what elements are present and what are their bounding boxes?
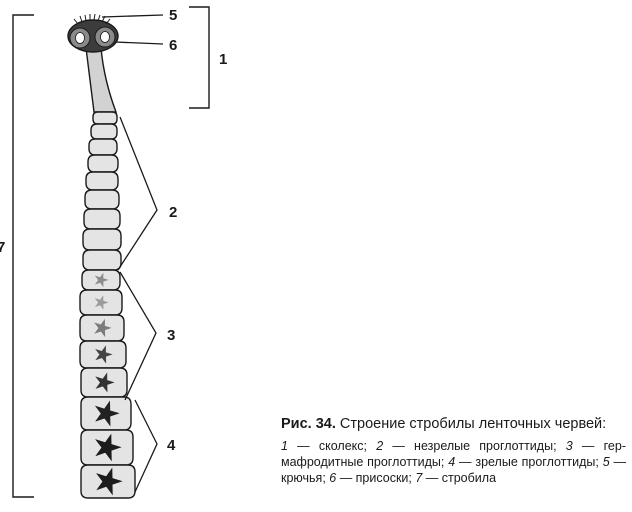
sucker-left-opening bbox=[75, 32, 85, 44]
immature-proglottid bbox=[87, 154, 119, 173]
legend-text: — сколекс; bbox=[287, 439, 377, 453]
uterus-mark bbox=[94, 400, 120, 427]
uterus-mark bbox=[95, 372, 115, 393]
label-5: 5 bbox=[169, 7, 177, 24]
leader-lines bbox=[101, 14, 164, 493]
legend-num: 2 bbox=[376, 439, 384, 453]
immature-proglottid bbox=[88, 138, 118, 156]
caption-figure-number: Рис. 34. bbox=[281, 416, 336, 432]
legend-text: — крючья; bbox=[281, 455, 626, 485]
immature-proglottid bbox=[82, 249, 122, 271]
immature-proglottid bbox=[92, 111, 118, 125]
immature-proglottid bbox=[82, 228, 122, 251]
immature-proglottid bbox=[83, 208, 121, 230]
legend-num: 5 bbox=[602, 455, 610, 469]
caption-title: Рис. 34. Строение стробилы ленточных чер… bbox=[281, 416, 626, 433]
uterus-mark bbox=[94, 272, 109, 288]
label-2: 2 bbox=[169, 204, 177, 221]
legend-text: — гер­мафродитные проглоттиды; bbox=[281, 439, 626, 469]
uterus-mark bbox=[94, 318, 112, 338]
legend-text: — присоски; bbox=[336, 471, 416, 485]
legend-num: 4 bbox=[448, 455, 456, 469]
label-6: 6 bbox=[169, 37, 177, 54]
legend-num: 6 bbox=[329, 471, 337, 485]
immature-proglottid bbox=[84, 189, 120, 210]
legend-text: — стробила bbox=[422, 471, 497, 485]
legend-num: 3 bbox=[565, 439, 573, 453]
legend-num: 7 bbox=[415, 471, 423, 485]
leader-5 bbox=[101, 14, 164, 18]
leader-4 bbox=[134, 399, 158, 493]
uterus-mark bbox=[95, 433, 122, 462]
uterus-mark bbox=[95, 345, 113, 364]
immature-proglottid bbox=[90, 123, 118, 140]
leader-2 bbox=[117, 116, 158, 271]
label-3: 3 bbox=[167, 327, 175, 344]
leader-3 bbox=[119, 271, 157, 401]
figure-caption: Рис. 34. Строение стробилы ленточных чер… bbox=[281, 416, 626, 486]
caption-legend: 1 — сколекс; 2 — незрелые проглоттиды; 3… bbox=[281, 438, 626, 486]
bracket-1 bbox=[189, 6, 210, 109]
bracket-7 bbox=[12, 14, 34, 498]
legend-text: — незрелые проглоттиды; bbox=[383, 439, 566, 453]
proglottid-chain bbox=[79, 111, 136, 499]
legend-num: 1 bbox=[281, 439, 288, 453]
label-4: 4 bbox=[167, 437, 176, 454]
legend-text: — зрелые проглотти­ды; bbox=[455, 455, 603, 469]
neck bbox=[85, 47, 118, 113]
uterus-mark bbox=[94, 295, 109, 310]
sucker-right-opening bbox=[100, 31, 110, 43]
scolex bbox=[67, 13, 119, 53]
immature-proglottid bbox=[85, 171, 119, 191]
label-7: 7 bbox=[0, 239, 5, 256]
leader-6 bbox=[114, 41, 164, 45]
uterus-mark bbox=[96, 467, 123, 496]
caption-title-text: Строение стробилы ленточных чер­вей: bbox=[335, 416, 607, 432]
label-1: 1 bbox=[219, 51, 227, 68]
